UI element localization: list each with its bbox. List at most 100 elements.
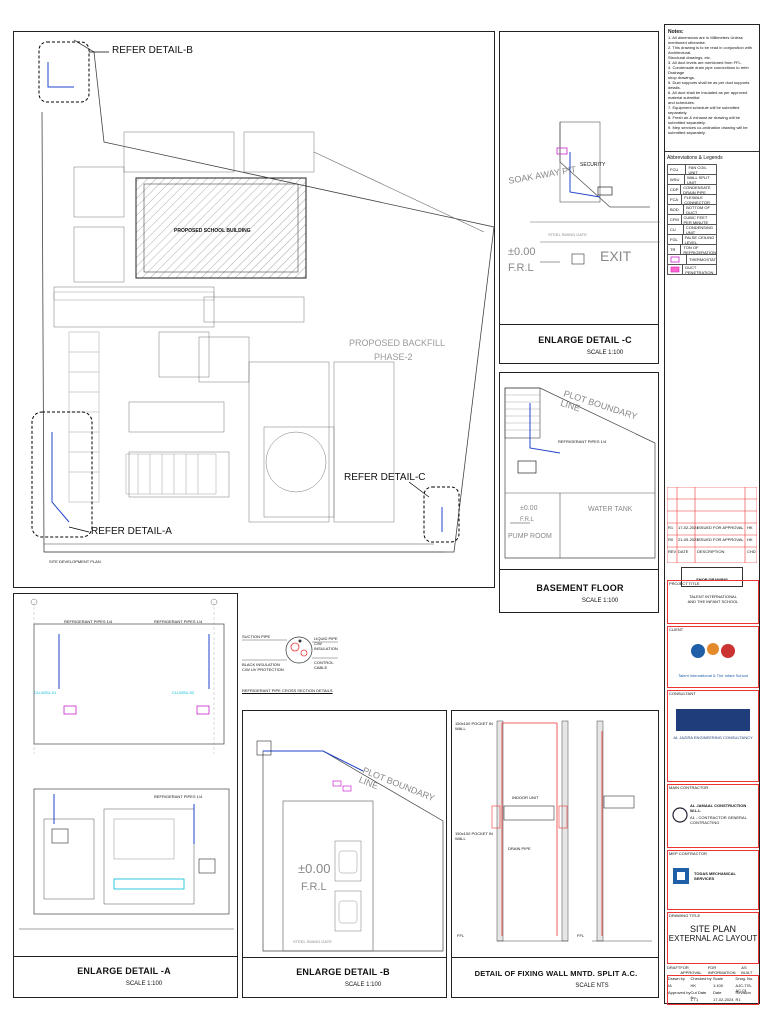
detail-a-pipe-mid: REFRIGERANT PIPES 1/4 [154, 794, 203, 799]
status-approval: FOR APPROVAL [680, 965, 702, 975]
detail-b-frl: F.R.L [301, 881, 327, 893]
detail-b-frame: PLOT BOUNDARY LINE ±0.00 F.R.L STEEL SWI… [242, 710, 447, 998]
note-line: shop drawings. [668, 75, 695, 80]
level-basement-label: ±0.00 [520, 505, 538, 512]
meta-table: Drawn by Checked by Scale Drwg. No. IA H… [667, 975, 759, 1005]
main-contractor-name: AL JAMAAL CONSTRUCTION W.L.L [690, 803, 747, 813]
meta-value: IA [668, 983, 672, 988]
basement-frame: PLOT BOUNDARY LINE REFRIGERANT PIPES 1/4… [499, 372, 659, 613]
rev-header-chk: CHD [747, 549, 756, 554]
meta-value: AJC-TIS-AC-01 [735, 983, 752, 993]
rev-row-1-desc: ISSUED FOR APPROVAL [697, 525, 744, 530]
meta-label: Drawn by [668, 976, 685, 981]
detail-c-scale: SCALE 1:100 [586, 350, 624, 356]
cross-section: SUCTION PIPE BLACK INSULATION C/W UV PRO… [242, 620, 338, 700]
basement-scale: SCALE 1:100 [581, 598, 619, 604]
legend-value: FAN COIL UNIT [688, 164, 707, 175]
drawing-title-line2: EXTERNAL AC LAYOUT [668, 934, 758, 943]
legend-key: WSU [668, 175, 685, 184]
refer-detail-a-label: REFER DETAIL-A [91, 526, 172, 537]
fixing-drain-pipe: DRAIN PIPE [508, 846, 531, 851]
legend-value: CUBIC FEET PER MINUTE [683, 214, 709, 225]
thermostat-icon [668, 255, 687, 264]
meta-label: Drwg. No. [735, 976, 754, 981]
note-line: 1. All dimensions are in Millimeters Unl… [668, 35, 743, 45]
cross-section-insulation: BLACK INSULATION C/W UV PROTECTION [242, 662, 284, 672]
detail-a-pipe-right: REFRIGERANT PIPES 1/4 [154, 619, 203, 624]
consultant-name: AL JAZIRA ENGINEERING CONSULTANCY [673, 735, 753, 740]
exit-label: EXIT [600, 248, 632, 264]
pump-room-label: PUMP ROOM [508, 533, 552, 540]
note-line: 3. All duct levels are mentioned from FF… [668, 60, 742, 65]
legend-heading: Abbreviations & Legends [667, 155, 723, 161]
status-information: FOR INFORMATION [707, 965, 736, 975]
detail-c-title: ENLARGE DETAIL -C [538, 335, 632, 345]
note-line: 4. Condensate drain pipe connections to … [668, 65, 749, 75]
project-title-box: PROJECT TITLE TALENT INTERNATIONAL AND T… [667, 580, 759, 624]
basement-drawing [504, 387, 656, 559]
notes-divider [665, 151, 759, 152]
level-c-label: ±0.00 [508, 246, 536, 258]
security-label: SECURITY [580, 162, 606, 168]
legend-key: CFM [668, 215, 682, 224]
meta-value: 17-02-2024 [713, 997, 734, 1002]
main-contractor-sub: A1 - CONTRACTOR GENERAL CONTRACTING [690, 815, 747, 825]
note-line: 7. Equipment schedule will be submitted … [668, 105, 740, 115]
detail-a-cu-right: CU-WSU-02 [172, 690, 195, 695]
legend-key: CU [668, 225, 684, 234]
frl-basement-label: F.R.L [520, 517, 535, 523]
meta-label: Checked by [690, 976, 712, 981]
detail-c-drawing [530, 121, 660, 265]
project-title-line1: TALENT INTERNATIONAL [689, 594, 737, 599]
client-logo [691, 643, 735, 658]
legend-value: DUCT PENETRATION [685, 264, 714, 275]
cross-section-caption: REFRIGERANT PIPE CROSS SECTION DETAILS [242, 688, 333, 693]
client-label: CLIENT [669, 627, 684, 632]
fixing-rule [452, 957, 658, 958]
rev-header-rev: REV [668, 549, 677, 554]
mep-contractor-logo [673, 868, 689, 884]
notes-section: Notes: 1. All dimensions are in Millimet… [668, 29, 758, 135]
detail-a-rule [14, 956, 237, 957]
note-line: 5. Duct supports shall be as per duct su… [668, 80, 750, 90]
main-contractor-label: MAIN CONTRACTOR [669, 785, 709, 790]
legend-value: TON OF REFRIGERATION [683, 244, 716, 255]
meta-value: HK [690, 983, 697, 988]
detail-b-gate: STEEL SWING GATE [293, 939, 332, 944]
fixing-title: DETAIL OF FIXING WALL MNTD. SPLIT A.C. [474, 969, 638, 978]
rev-header-date: DATE [678, 549, 689, 554]
basement-rule [500, 569, 658, 570]
cross-section-cable: CONTROL CABLE [314, 660, 334, 670]
refer-detail-c-label: REFER DETAIL-C [344, 472, 426, 483]
note-line: 9. Mep services co-ordination drawing wi… [668, 125, 748, 135]
rev-row-0-chk: HK [747, 537, 753, 542]
legend-key: FCU [668, 165, 687, 174]
title-block: Notes: 1. All dimensions are in Millimet… [664, 24, 760, 1005]
detail-a-title: ENLARGE DETAIL -A [77, 966, 171, 976]
rev-row-1-rev: R1 [668, 525, 674, 530]
consultant-label: CONSULTANT [669, 691, 696, 696]
revision-table: R1 17-02-2024 ISSUED FOR APPROVAL HK R0 … [666, 486, 758, 564]
backfill-label-1: PROPOSED BACKFILL [349, 338, 446, 348]
meta-label: Revision [735, 990, 751, 995]
basement-pipe-label: REFRIGERANT PIPES 1/4 [558, 439, 607, 444]
detail-b-title: ENLARGE DETAIL -B [296, 967, 390, 977]
backfill-label-2: PHASE-2 [374, 352, 413, 362]
detail-a-pipe-left: REFRIGERANT PIPES 1/4 [64, 619, 113, 624]
meta-label: Date [713, 990, 722, 995]
fixing-detail-frame: 150x100 POCKET IN WALL 150x100 POCKET IN… [451, 710, 659, 998]
drawing-title-box: DRAWING TITLE SITE PLAN EXTERNAL AC LAYO… [667, 912, 759, 964]
drawing-title-label: DRAWING TITLE [669, 913, 701, 918]
detail-c-rule [500, 324, 658, 325]
detail-b-scale: SCALE 1:100 [344, 982, 382, 988]
cross-section-suction: SUCTION PIPE [242, 634, 271, 639]
meta-label: Scale [713, 976, 724, 981]
rev-row-0-desc: ISSUED FOR APPROVAL [697, 537, 744, 542]
legend-key: CDP [668, 185, 682, 194]
detail-a-frame: REFRIGERANT PIPES 1/4 REFRIGERANT PIPES … [13, 593, 238, 998]
